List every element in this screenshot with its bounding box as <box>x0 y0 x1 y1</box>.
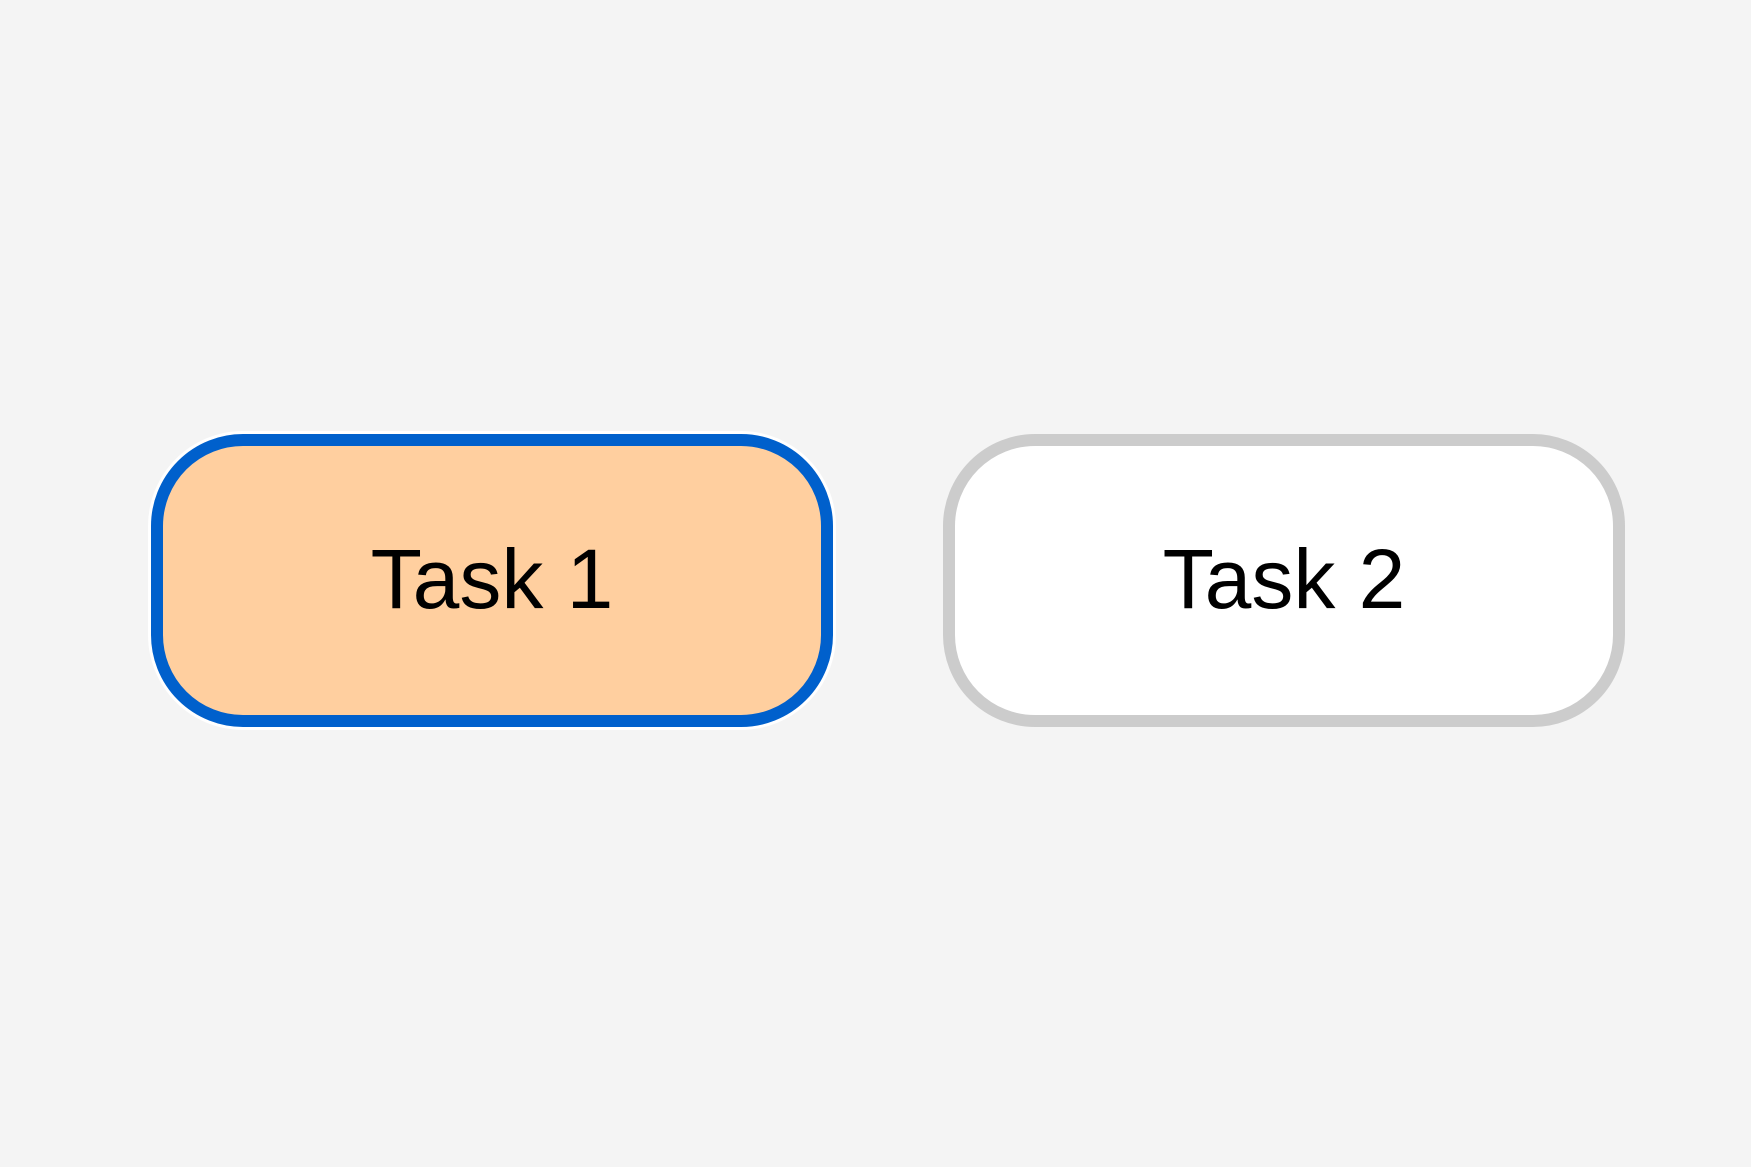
task-1-node[interactable]: Task 1 <box>151 434 833 727</box>
task-2-label: Task 2 <box>1162 531 1406 626</box>
task-1-label: Task 1 <box>370 531 614 626</box>
task-2-node[interactable]: Task 2 <box>943 434 1625 727</box>
